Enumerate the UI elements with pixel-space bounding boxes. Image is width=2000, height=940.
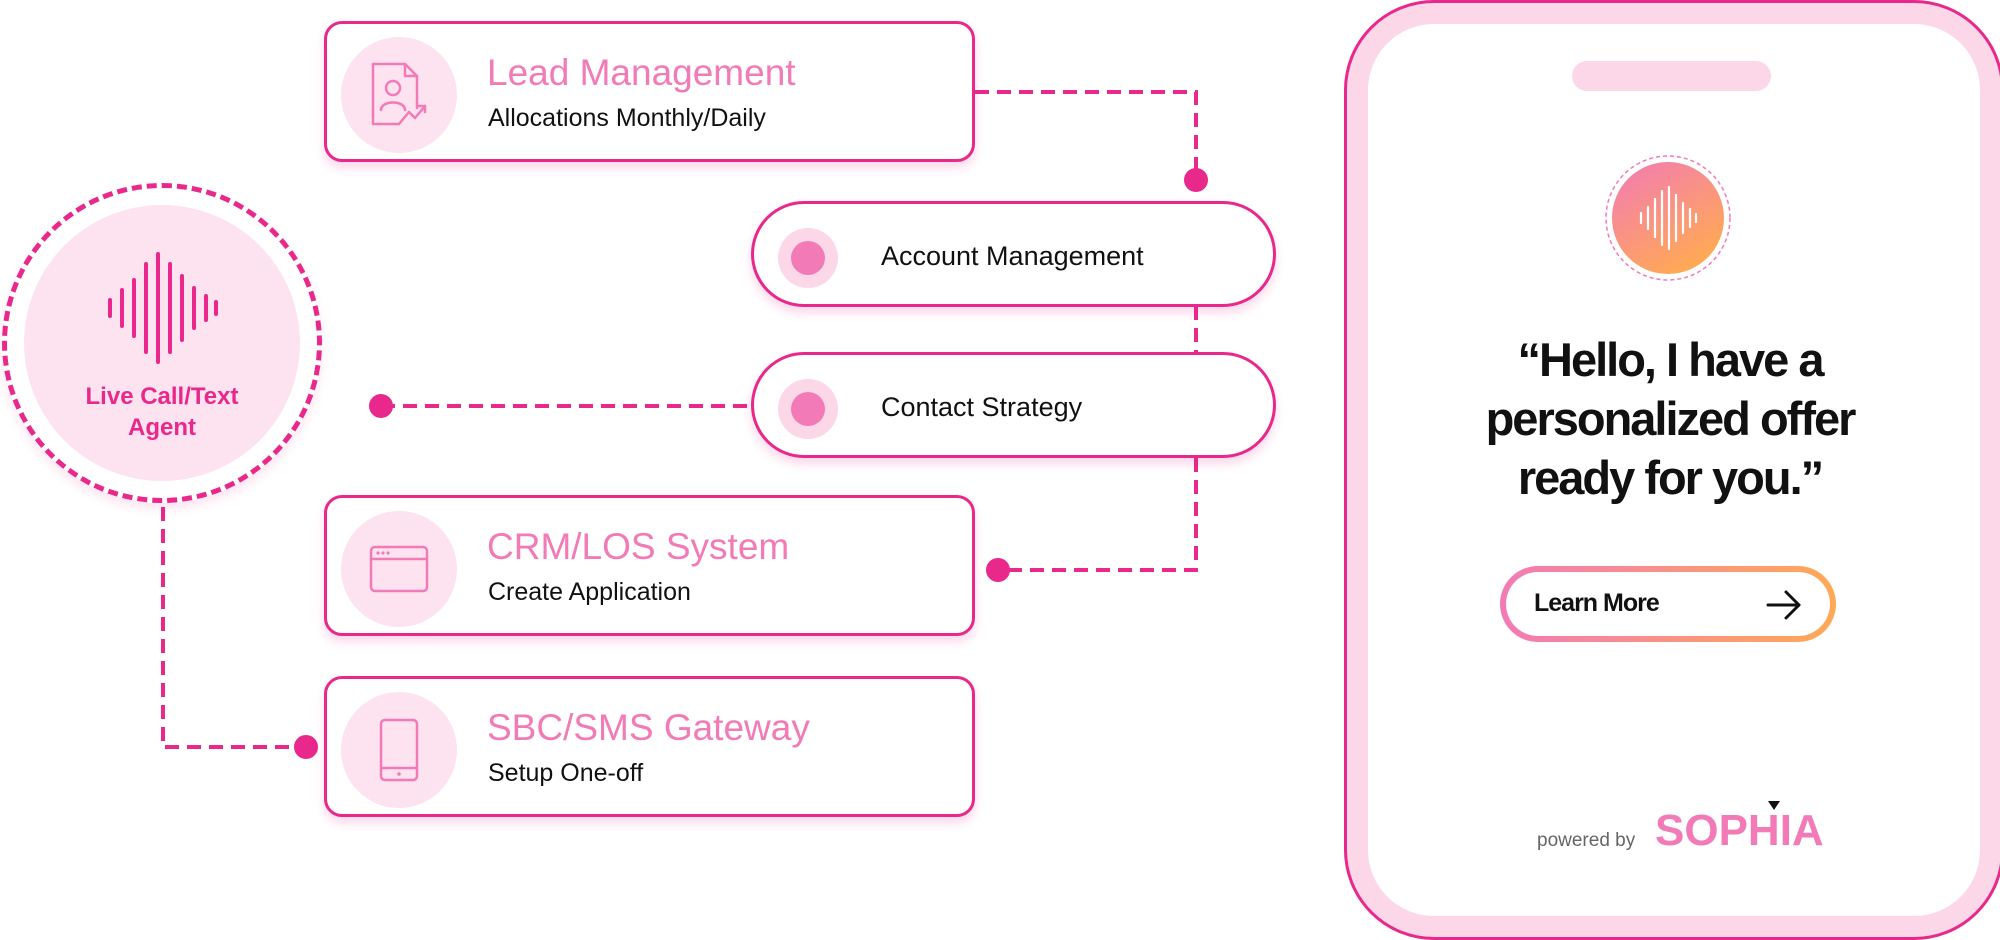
- account-management-pill[interactable]: Account Management: [751, 201, 1276, 307]
- account-management-label: Account Management: [881, 241, 1144, 271]
- connector-node: [986, 558, 1010, 582]
- learn-more-button[interactable]: Learn More: [1500, 566, 1836, 642]
- connector-contact-crm: [1000, 458, 1198, 572]
- quote-line3: ready for you.”: [1517, 451, 1824, 504]
- sbc-icon-badge: [341, 692, 457, 808]
- contact-strategy-pill[interactable]: Contact Strategy: [751, 352, 1276, 458]
- account-dot-icon: [778, 228, 838, 288]
- document-user-chart-icon: [371, 62, 427, 126]
- agent-ring: [2, 183, 322, 503]
- flow-connectors: [161, 90, 1208, 759]
- connector-lead-account: [975, 90, 1198, 178]
- agent-node[interactable]: [24, 205, 300, 481]
- crm-los-card[interactable]: CRM/LOS System Create Application: [324, 495, 975, 636]
- arrow-right-icon: [1766, 590, 1801, 620]
- lead-icon-badge: [341, 37, 457, 153]
- lead-management-title: Lead Management: [487, 52, 796, 93]
- agent-label: Live Call/Text Agent: [24, 381, 300, 443]
- mobile-phone-icon: [379, 718, 419, 782]
- contact-dot-icon: [778, 379, 838, 439]
- lead-management-card[interactable]: Lead Management Allocations Monthly/Dail…: [324, 21, 975, 162]
- agent-label-line1: Live Call/Text: [85, 383, 239, 410]
- logo-caret-icon: [1768, 801, 1780, 810]
- contact-strategy-label: Contact Strategy: [881, 392, 1083, 422]
- connector-node: [1184, 168, 1208, 192]
- sbc-sms-subtitle: Setup One-off: [488, 759, 644, 787]
- sbc-sms-title: SBC/SMS Gateway: [487, 707, 810, 748]
- browser-window-icon: [369, 545, 429, 593]
- sbc-sms-card[interactable]: SBC/SMS Gateway Setup One-off: [324, 676, 975, 817]
- agent-label-line2: Agent: [128, 414, 196, 441]
- crm-los-subtitle: Create Application: [488, 578, 691, 606]
- sound-wave-icon: [108, 252, 218, 364]
- crm-los-title: CRM/LOS System: [487, 526, 790, 567]
- powered-by-label: powered by: [1537, 830, 1636, 851]
- connector-node: [369, 394, 393, 418]
- phone-speaker: [1572, 61, 1771, 91]
- connector-node: [294, 735, 318, 759]
- learn-more-label: Learn More: [1534, 589, 1660, 617]
- quote-line1: “Hello, I have a: [1517, 333, 1825, 386]
- voice-avatar-icon: [1605, 155, 1731, 281]
- offer-quote: “Hello, I have a personalized offer read…: [1420, 330, 1920, 507]
- lead-management-subtitle: Allocations Monthly/Daily: [488, 104, 766, 132]
- sophia-logo: SOPHIA: [1655, 806, 1824, 855]
- crm-icon-badge: [341, 511, 457, 627]
- quote-line2: personalized offer: [1485, 392, 1857, 445]
- connector-agent-sbc: [161, 507, 305, 749]
